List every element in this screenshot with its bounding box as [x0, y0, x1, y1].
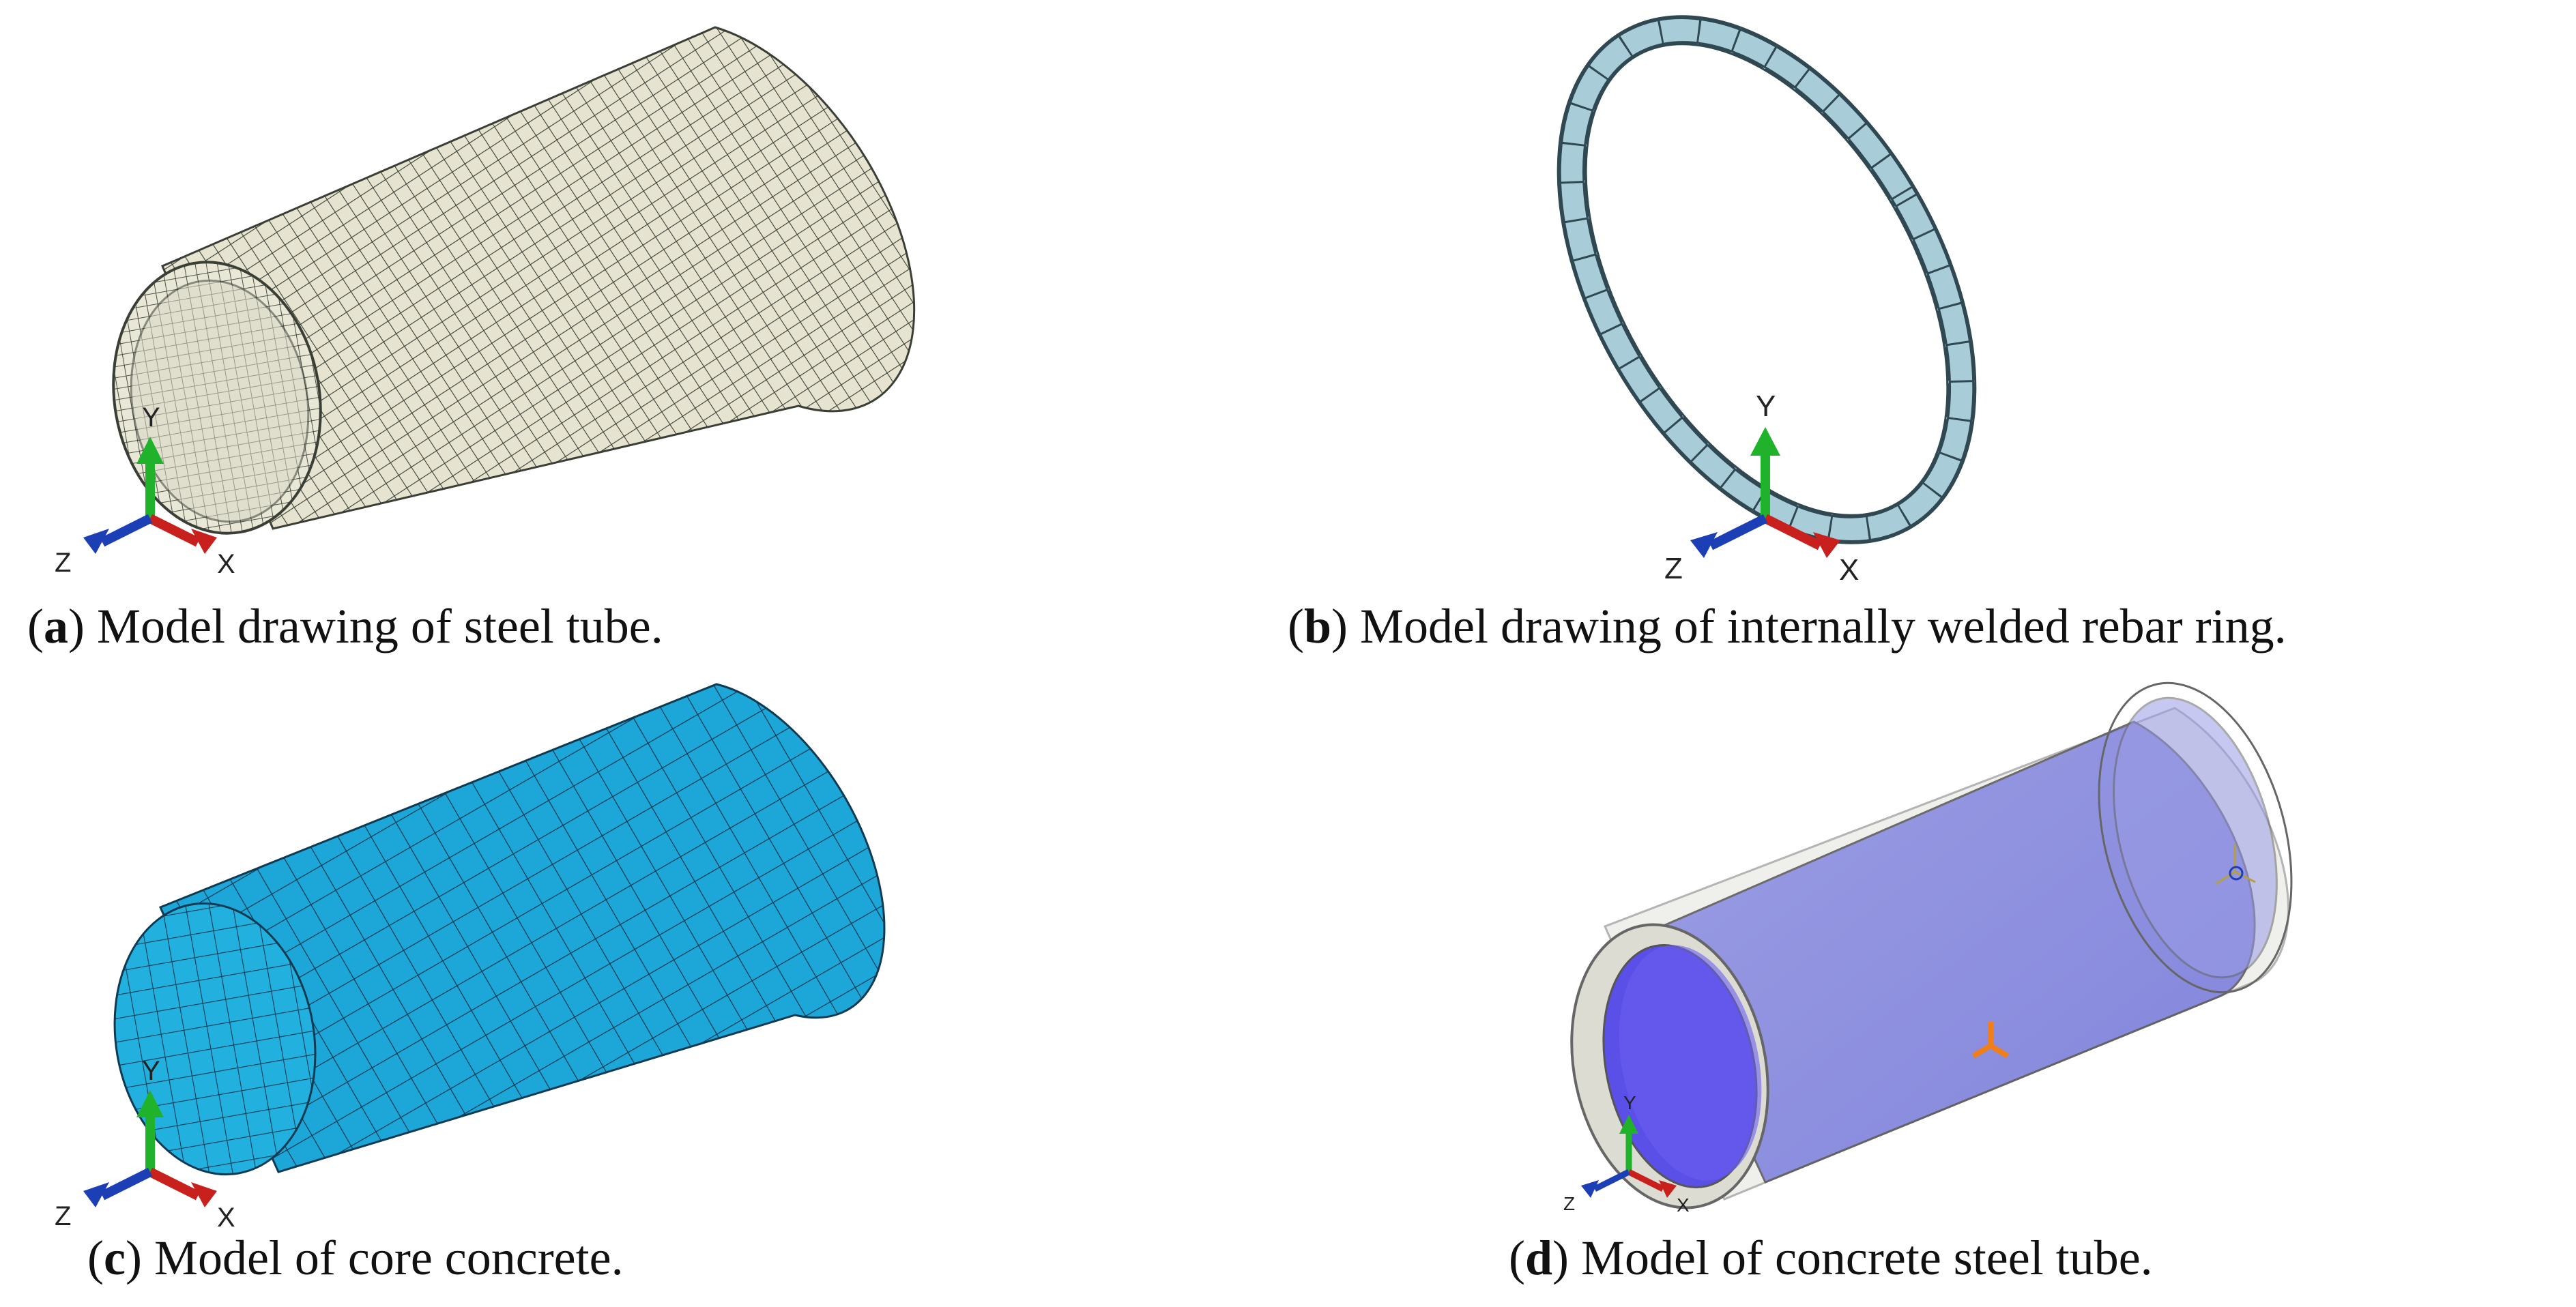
- caption-b: (b) Model drawing of internally welded r…: [1288, 599, 2287, 654]
- y-arrow-icon: [1619, 1115, 1638, 1134]
- z-arrow-icon: [83, 1182, 109, 1207]
- panel-c: Y X Z (c) Model of core concrete.: [0, 654, 1288, 1307]
- caption-text: Model drawing of internally welded rebar…: [1360, 599, 2287, 654]
- concrete-body: [113, 683, 886, 1176]
- load-point-icon: [1971, 1022, 2010, 1059]
- y-axis-label: Y: [142, 1056, 160, 1086]
- caption-c: (c) Model of core concrete.: [87, 1231, 624, 1285]
- caption-text: Model of core concrete.: [154, 1231, 624, 1285]
- caption-text: Model drawing of steel tube.: [96, 599, 663, 654]
- z-axis-label: Z: [1563, 1193, 1575, 1214]
- y-arrow-icon: [136, 1090, 164, 1117]
- panel-a: Y X Z (a) Model drawing of steel tube.: [0, 0, 1288, 654]
- panel-b: Y X Z (b) Model drawing of internally we…: [1288, 0, 2576, 654]
- rebar-ring-model: [1557, 15, 1977, 544]
- y-axis-label: Y: [142, 402, 160, 432]
- steel-tube-model: [112, 26, 916, 535]
- tube-end: [1570, 923, 1769, 1209]
- x-axis-label: X: [1839, 553, 1859, 587]
- core-concrete-model: [113, 683, 886, 1176]
- caption-letter: a: [43, 599, 68, 654]
- assembly-model: [1570, 681, 2293, 1209]
- x-axis-label: X: [217, 549, 235, 579]
- y-axis-label: Y: [1623, 1092, 1636, 1113]
- caption-a: (a) Model drawing of steel tube.: [27, 599, 663, 654]
- x-arrow-icon: [191, 1182, 217, 1207]
- z-axis-label: Z: [55, 548, 71, 578]
- z-axis-label: Z: [55, 1201, 71, 1231]
- y-arrow-icon: [1750, 427, 1780, 456]
- z-arrow-icon: [1581, 1180, 1599, 1198]
- axis-triad-b: Y X Z: [1664, 390, 1859, 587]
- z-arrow-icon: [1690, 532, 1718, 558]
- concrete-core: [1647, 681, 2293, 1184]
- axis-triad-d: Y X Z: [1563, 1092, 1690, 1216]
- y-arrow-icon: [136, 437, 164, 464]
- tube-body: [112, 26, 916, 535]
- ring-body: [1557, 15, 1977, 544]
- caption-letter: d: [1524, 1231, 1553, 1285]
- caption-letter: b: [1303, 599, 1332, 654]
- caption-text: Model of concrete steel tube.: [1581, 1231, 2153, 1285]
- z-arrow-icon: [83, 529, 109, 554]
- x-arrow-icon: [1659, 1180, 1677, 1198]
- caption-d: (d) Model of concrete steel tube.: [1509, 1231, 2153, 1285]
- axis-triad-c: Y X Z: [55, 1056, 235, 1233]
- panel-d: Y X Z (d) Model of concrete steel tube.: [1288, 654, 2576, 1307]
- x-axis-label: X: [1677, 1194, 1690, 1216]
- axis-triad-a: Y X Z: [55, 402, 235, 579]
- z-axis-label: Z: [1664, 552, 1683, 585]
- caption-letter: c: [103, 1231, 126, 1285]
- y-axis-label: Y: [1756, 390, 1776, 423]
- x-axis-label: X: [217, 1203, 235, 1233]
- x-arrow-icon: [191, 529, 217, 554]
- reference-point-icon: [2215, 845, 2256, 885]
- x-arrow-icon: [1813, 532, 1840, 558]
